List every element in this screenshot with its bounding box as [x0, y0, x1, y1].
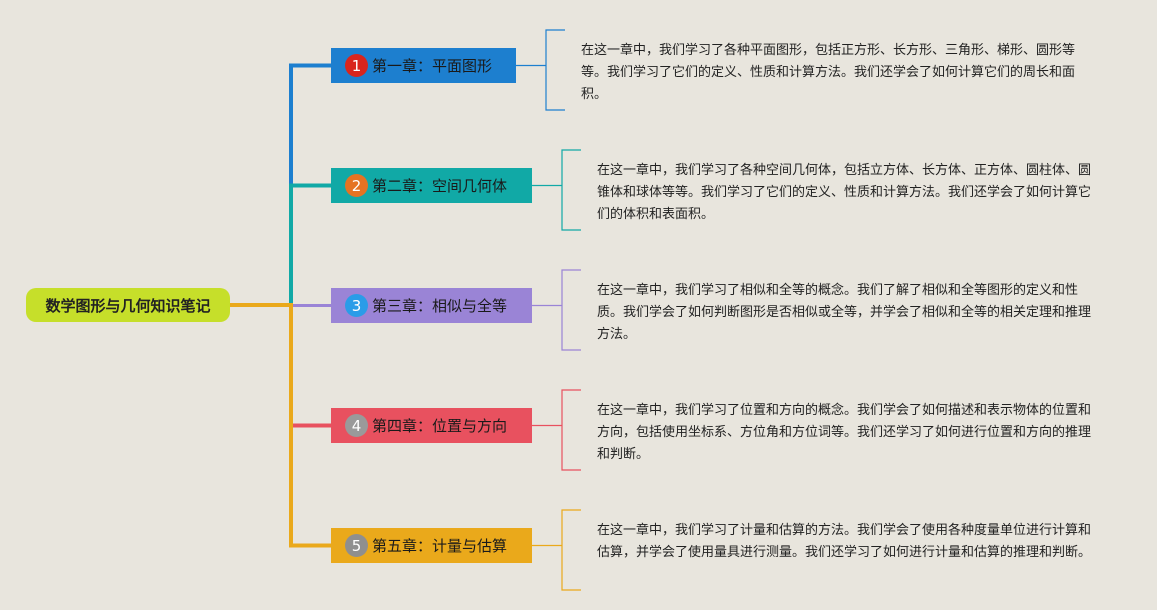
chapter-description-5: 在这一章中，我们学习了计量和估算的方法。我们学会了使用各种度量单位进行计算和估算… [597, 523, 1092, 560]
chapter-number-badge: 5 [345, 534, 368, 557]
root-topic-label: 数学图形与几何知识笔记 [45, 296, 211, 315]
connector-line [230, 183, 331, 307]
chapter-node-5[interactable]: 5 第五章：计量与估算 [331, 528, 532, 563]
chapter-description-3: 在这一章中，我们学习了相似和全等的概念。我们了解了相似和全等图形的定义和性质。我… [597, 283, 1092, 342]
chapter-description-4: 在这一章中，我们学习了位置和方向的概念。我们学会了如何描述和表示物体的位置和方向… [597, 403, 1092, 462]
chapter-node-1[interactable]: 1 第一章：平面图形 [331, 48, 516, 83]
chapter-description-1: 在这一章中，我们学习了各种平面图形，包括正方形、长方形、三角形、梯形、圆形等等。… [581, 43, 1076, 102]
chapter-description-2: 在这一章中，我们学习了各种空间几何体，包括立方体、长方体、正方体、圆柱体、圆锥体… [597, 163, 1092, 222]
root-topic[interactable]: 数学图形与几何知识笔记 [26, 288, 230, 322]
chapter-title: 第二章：空间几何体 [372, 177, 508, 195]
connector-line [532, 149, 581, 231]
connector-line [230, 303, 331, 428]
chapter-number-badge: 1 [345, 54, 368, 77]
chapter-title: 第四章：位置与方向 [372, 417, 508, 435]
chapter-number-badge: 3 [345, 294, 368, 317]
chapter-number-badge: 4 [345, 414, 368, 437]
connector-line [532, 389, 581, 471]
chapter-node-4[interactable]: 4 第四章：位置与方向 [331, 408, 532, 443]
connector-line [516, 29, 565, 111]
connector-line [532, 509, 581, 591]
chapter-title: 第一章：平面图形 [372, 57, 493, 75]
chapter-title: 第三章：相似与全等 [372, 297, 508, 315]
connector-line [230, 303, 331, 548]
chapter-node-2[interactable]: 2 第二章：空间几何体 [331, 168, 532, 203]
connector-line [532, 269, 581, 351]
chapter-title: 第五章：计量与估算 [372, 537, 508, 555]
chapter-number-badge: 2 [345, 174, 368, 197]
chapter-node-3[interactable]: 3 第三章：相似与全等 [331, 288, 532, 323]
